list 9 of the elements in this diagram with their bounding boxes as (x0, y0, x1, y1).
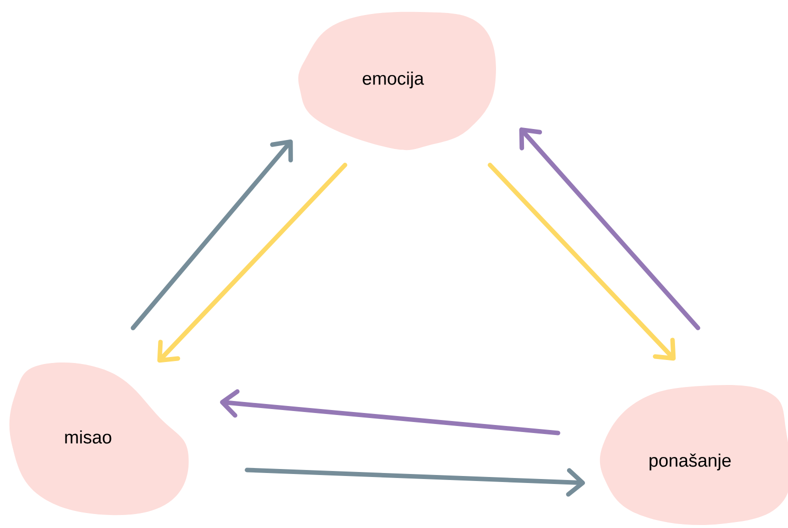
arrow (130, 139, 293, 330)
arrow (220, 389, 560, 436)
arrow (157, 162, 348, 363)
arrow (488, 162, 676, 361)
blob: misao (9, 362, 189, 516)
blob: emocija (298, 12, 496, 150)
arrow (519, 127, 700, 330)
arrow (244, 468, 585, 497)
blob: ponašanje (600, 384, 788, 525)
